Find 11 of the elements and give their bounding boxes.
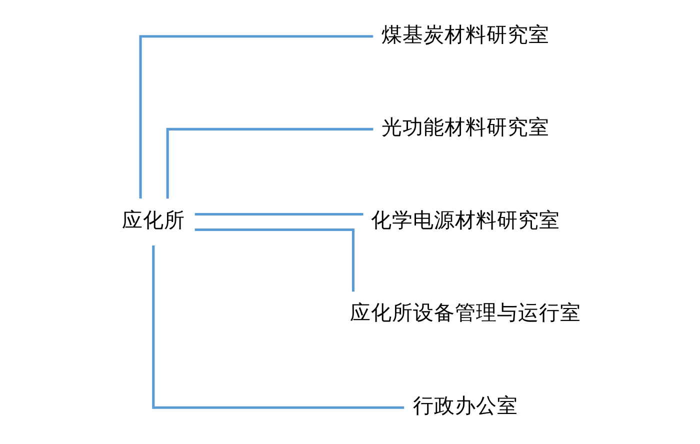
connector [166,128,374,199]
connector [194,228,355,292]
node-text: 应化所设备管理与运行室 [350,300,581,325]
node-text: 煤基炭材料研究室 [381,22,550,46]
connector [194,212,364,216]
node-text: 光功能材料研究室 [381,115,550,140]
node-text: 行政办公室 [412,394,518,418]
connector [152,246,404,409]
node-text: 化学电源材料研究室 [370,208,560,232]
node-text: 应化所 [122,208,185,232]
connector [139,35,374,198]
